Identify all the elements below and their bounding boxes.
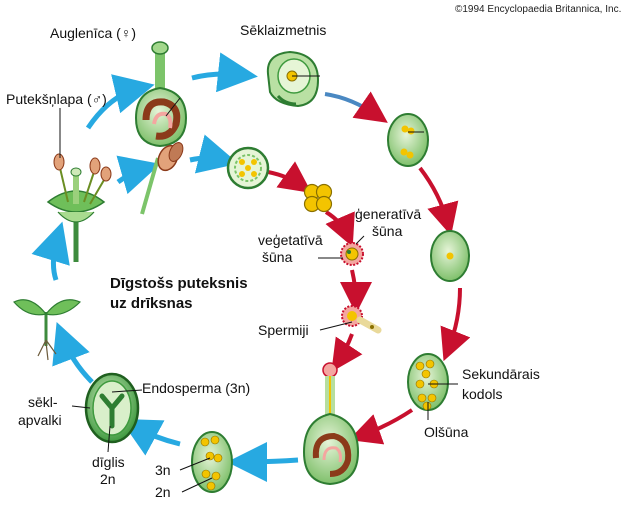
pollen-tube xyxy=(319,305,382,334)
label-sekundarais-1: Sekundārais xyxy=(462,366,540,382)
label-auglenica: Auglenīca (♀) xyxy=(50,25,136,41)
embryo-sac-stage-2 xyxy=(430,230,470,282)
label-2n: 2n xyxy=(155,484,171,500)
red-arrows xyxy=(267,91,471,445)
label-diglis-2: 2n xyxy=(100,471,116,487)
pistil xyxy=(134,41,188,148)
arrow-sac1-to-sac2 xyxy=(418,166,459,236)
seed xyxy=(71,372,143,453)
anther xyxy=(89,157,101,175)
blue-arrows xyxy=(31,52,299,482)
arrow-tetrad-to-grain xyxy=(324,210,355,248)
label-digstoss-1: Dīgstošs puteksnis xyxy=(110,275,248,292)
pollen-grain xyxy=(318,235,365,266)
arrow-seedling-to-flower xyxy=(31,221,70,281)
label-puteksnlapa: Putekšņlapa (♂) xyxy=(6,91,107,107)
arrow-seed-to-seedling xyxy=(52,322,94,384)
label-spermiji: Spermiji xyxy=(258,322,309,338)
label-endosperma: Endosperma (3n) xyxy=(142,380,251,396)
label-3n: 3n xyxy=(155,462,171,478)
ovule xyxy=(266,50,320,108)
anther xyxy=(100,166,112,182)
label-vegetativa-2: šūna xyxy=(262,249,293,265)
arrow-embryo-to-seed xyxy=(119,418,181,456)
label-generativa-2: šūna xyxy=(372,223,403,239)
pollen-sac xyxy=(226,146,270,190)
arrow-pollen-to-tetrad xyxy=(267,161,312,193)
label-digstoss-2: uz drīksnas xyxy=(110,295,193,312)
copyright-text: ©1994 Encyclopaedia Britannica, Inc. xyxy=(455,4,622,15)
fertilized-pistil xyxy=(302,362,360,486)
pollen-tetrad xyxy=(303,183,333,213)
label-generativa-1: ģeneratīvā xyxy=(355,206,422,222)
arrow-sac3-to-fertilized xyxy=(348,408,414,445)
label-seklapvalki-2: apvalki xyxy=(18,412,62,428)
embryo-sac-stage-1 xyxy=(387,113,429,167)
arrow-fertilized-to-embryo xyxy=(227,441,299,482)
flower xyxy=(46,153,112,262)
fertilized-embryo-sac xyxy=(179,431,233,493)
label-vegetativa-1: veģetatīvā xyxy=(258,232,323,248)
seedling xyxy=(13,299,82,361)
label-sekundarais-2: kodols xyxy=(462,386,503,402)
arrow-ovule-to-sac1 xyxy=(324,91,388,123)
label-seklaizmetnis: Sēklaizmetnis xyxy=(240,22,327,38)
anther xyxy=(53,153,65,171)
arrow-tube-to-fertilized xyxy=(331,333,363,372)
label-diglis-1: dīglis xyxy=(92,454,125,470)
arrow-flower-to-stamen xyxy=(116,155,161,195)
stamen xyxy=(140,142,184,215)
embryo-sac-stage-3 xyxy=(407,353,458,420)
arrow-sac2-to-sac3 xyxy=(440,287,471,362)
arrow-flower-to-pistil xyxy=(85,74,155,130)
arrow-stamen-to-pollen xyxy=(189,134,239,174)
arrow-grain-to-tube xyxy=(339,269,372,314)
label-seklapvalki-1: sēkl- xyxy=(28,394,58,410)
label-olsuna: Olšūna xyxy=(424,424,469,440)
arrow-pistil-to-ovule xyxy=(191,52,258,93)
